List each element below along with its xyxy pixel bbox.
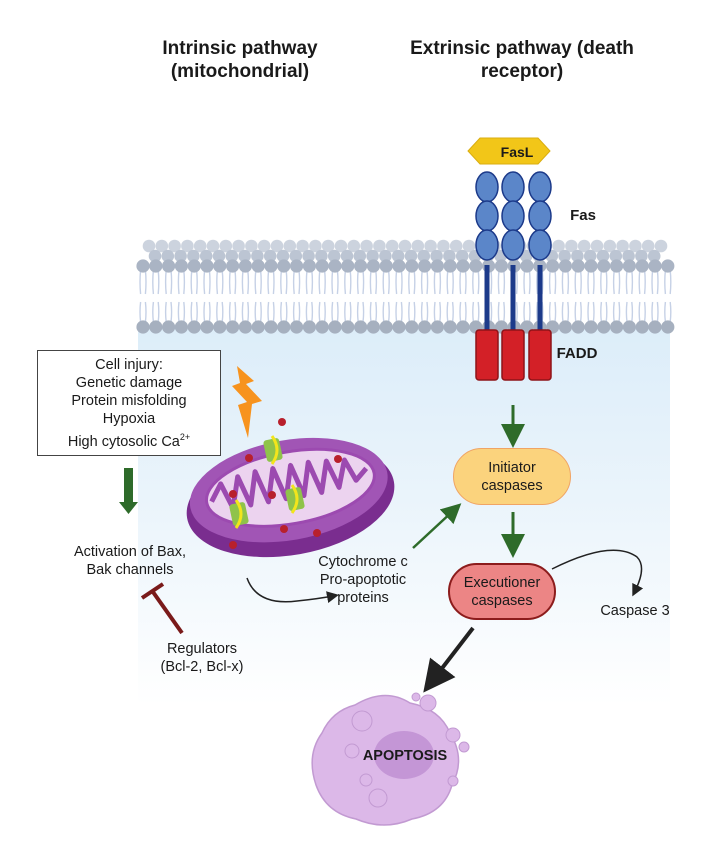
fas-stalk [484,265,490,337]
regulator-inhibition-icon [140,582,184,635]
extrinsic-pathway-title: Extrinsic pathway (death receptor) [372,37,672,83]
fasl-label: FasL [500,144,534,160]
executioner-to-apoptosis-arrow [423,626,475,693]
fas-domain [528,200,552,232]
fadd-label: FADD [556,345,598,362]
fadd-domain [501,329,525,381]
fas-domain [501,200,525,232]
fas-domain [528,229,552,261]
intrinsic-pathway-title: Intrinsic pathway (mitochondrial) [150,37,330,83]
injury-cause: High cytosolic Ca2+ [68,428,190,451]
executioner-caspases-node: Executioner caspases [448,563,556,620]
fasl-ligand [467,137,551,165]
intrinsic-title-line1: Intrinsic pathway [162,38,318,59]
cell-injury-box: Cell injury: Genetic damage Protein misf… [37,350,221,456]
injury-cause: Genetic damage [75,374,183,391]
bax-bak-channel-icon [229,435,305,529]
release-line2: Pro-apoptotic [319,572,407,588]
executioner-to-caspase3-arrow [551,549,644,597]
apoptotic-cell-icon [311,692,470,826]
fas-domain [475,171,499,203]
fas-domain [475,229,499,261]
fas-stalk [537,265,543,337]
fas-stalk [510,265,516,337]
fadd-domain [528,329,552,381]
extrinsic-title-line1: Extrinsic pathway (death [410,38,634,59]
calcium-superscript: 2+ [179,431,191,442]
lightning-bolt-icon [232,366,262,438]
cell-injury-heading: Cell injury: [95,356,163,373]
intrinsic-title-line2: (mitochondrial) [170,61,310,82]
regulators-line2: (Bcl-2, Bcl-x) [160,659,244,675]
regulators-line1: Regulators [166,641,238,657]
fadd-domain [475,329,499,381]
release-line3: proteins [337,590,389,606]
fas-domain [475,200,499,232]
fas-domain [501,229,525,261]
initiator-line2: caspases [481,477,543,494]
fas-label: Fas [570,207,596,224]
cytochrome-c-particles [229,418,342,549]
executioner-line2: caspases [471,592,533,609]
cell-membrane [136,239,675,334]
extrinsic-title-line2: receptor) [480,61,564,82]
cytochrome-release-label: Cytochrome c Pro-apoptotic proteins [308,553,418,607]
injury-cause: Hypoxia [102,410,156,427]
activation-line1: Activation of Bax, [73,544,187,560]
injury-to-bax-arrow [119,468,138,514]
cytochrome-to-initiator-arrow [412,503,462,549]
fas-receptor-group [475,171,552,381]
release-line1: Cytochrome c [318,554,408,570]
caspase-3-label: Caspase 3 [600,603,670,619]
injury-cause: Protein misfolding [71,392,187,409]
mito-to-cytochrome-arrow [246,577,339,604]
injury-cause-text: High cytosolic Ca [67,433,180,450]
initiator-line1: Initiator [488,459,536,476]
activation-line2: Bak channels [86,562,174,578]
fas-domain [528,171,552,203]
bax-bak-activation-label: Activation of Bax, Bak channels [55,543,205,579]
executioner-line1: Executioner [463,574,541,591]
apoptosis-label: APOPTOSIS [362,748,448,764]
regulators-label: Regulators (Bcl-2, Bcl-x) [147,640,257,676]
fas-domain [501,171,525,203]
initiator-caspases-node: Initiator caspases [453,448,571,505]
